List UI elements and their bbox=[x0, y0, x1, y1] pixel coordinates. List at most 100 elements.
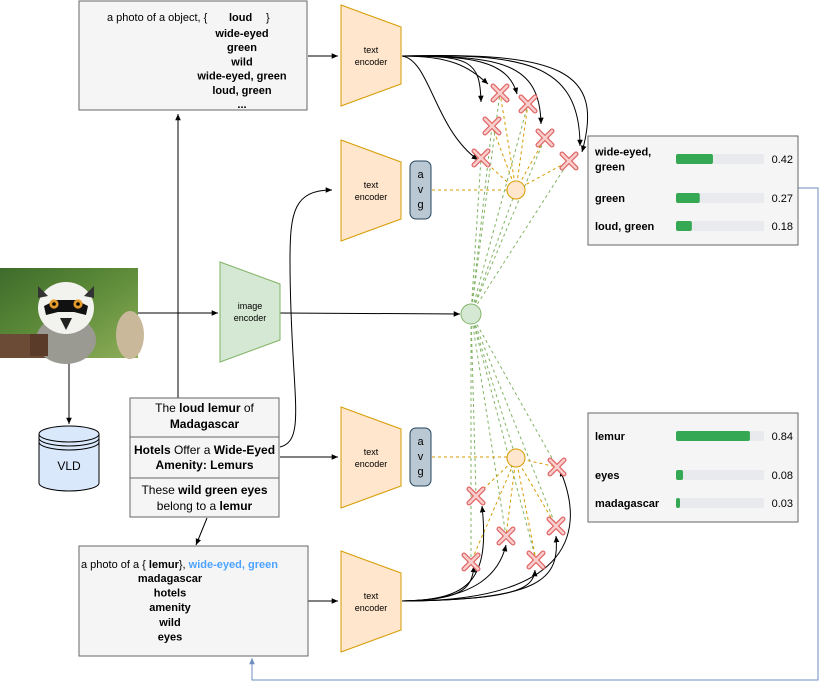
prompt-word: wide-eyed, green bbox=[196, 71, 287, 83]
x-mark-icon bbox=[529, 553, 543, 567]
text-encoder-middle-bottom: text encoder bbox=[340, 406, 402, 509]
prompt-word: madagascar bbox=[138, 573, 203, 585]
score-row: loud, green 0.18 bbox=[595, 221, 793, 233]
score-bar-fill bbox=[676, 154, 713, 164]
score-value: 0.27 bbox=[772, 193, 793, 205]
top-avg-node bbox=[506, 180, 526, 200]
score-value: 0.84 bbox=[772, 431, 793, 443]
score-row: green 0.27 bbox=[595, 193, 793, 205]
feedback-line bbox=[249, 187, 819, 681]
encoder-label: text bbox=[364, 447, 379, 457]
caption-box: The loud lemur of Madagascar Hotels Offe… bbox=[129, 397, 280, 518]
encoder-label: encoder bbox=[355, 459, 388, 469]
encoder-label: encoder bbox=[355, 603, 388, 613]
score-label: madagascar bbox=[595, 498, 660, 510]
caption-2-line-1: Hotels Offer a Wide-Eyed bbox=[134, 443, 275, 457]
encoder-label: encoder bbox=[355, 57, 388, 67]
score-row: lemur 0.84 bbox=[595, 431, 793, 443]
score-panel-top: wide-eyed, green 0.42 green 0.27 loud, green 0… bbox=[587, 135, 799, 246]
score-label: eyes bbox=[595, 470, 619, 482]
score-row: eyes 0.08 bbox=[595, 470, 793, 482]
x-mark-icon bbox=[493, 86, 507, 100]
avg-label: v bbox=[418, 451, 424, 463]
score-value: 0.18 bbox=[772, 221, 793, 233]
bottom-prompt-header: a photo of a { lemur}, wide-eyed, green bbox=[81, 559, 278, 571]
prompt-word: hotels bbox=[154, 588, 186, 600]
score-label: loud, green bbox=[595, 221, 655, 233]
text-encoder-middle-top: text encoder bbox=[340, 139, 402, 242]
x-mark-icon bbox=[464, 555, 478, 569]
prompt-word: ... bbox=[237, 99, 246, 111]
score-bar-fill bbox=[676, 221, 692, 231]
caption-1-line-2: Madagascar bbox=[170, 417, 240, 431]
score-panel-bottom: lemur 0.84 eyes 0.08 madagascar 0.03 bbox=[587, 412, 799, 523]
prompt-word: amenity bbox=[149, 602, 191, 614]
prompt-word: green bbox=[227, 42, 257, 54]
encoder-label: text bbox=[364, 591, 379, 601]
avg-label: a bbox=[417, 169, 424, 181]
prompt-first-word: loud bbox=[229, 12, 252, 24]
encoder-label: encoder bbox=[234, 313, 267, 323]
score-label: lemur bbox=[595, 431, 626, 443]
score-bar-fill bbox=[676, 498, 680, 508]
score-value: 0.42 bbox=[772, 154, 793, 166]
top-prompt-box: a photo of a object, { loud } wide-eyed g… bbox=[78, 0, 308, 111]
image-encoder: image encoder bbox=[219, 261, 281, 363]
prompt-prefix: a photo of a object, { bbox=[107, 12, 208, 24]
score-row: madagascar 0.03 bbox=[595, 498, 793, 510]
avg-box-top: a v g bbox=[409, 160, 432, 220]
text-encoder-bottom: text encoder bbox=[340, 550, 402, 653]
x-mark-icon bbox=[521, 97, 535, 111]
prompt-word: wild bbox=[158, 617, 180, 629]
score-bar-fill bbox=[676, 193, 700, 203]
bottom-prompt-box: a photo of a { lemur}, wide-eyed, green … bbox=[78, 545, 309, 657]
text-encoder-top: text encoder bbox=[340, 4, 402, 107]
bottom-avg-node bbox=[506, 448, 526, 468]
encoder-label: encoder bbox=[355, 192, 388, 202]
avg-label: a bbox=[417, 436, 424, 448]
avg-box-bottom: a v g bbox=[409, 427, 432, 487]
bottom-prompt-word-list: madagascar hotels amenity wild eyes bbox=[138, 573, 203, 643]
prompt-word-list: wide-eyed green wild wide-eyed, green loud, … bbox=[196, 28, 287, 111]
encoder-label: text bbox=[364, 45, 379, 55]
prompt-closing: } bbox=[266, 12, 270, 24]
caption-3-line-1: These wild green eyes bbox=[141, 483, 267, 497]
score-bar-fill bbox=[676, 431, 750, 441]
caption-2-line-2: Amenity: Lemurs bbox=[155, 458, 253, 472]
avg-label: g bbox=[417, 466, 423, 478]
score-row: wide-eyed, green 0.42 bbox=[594, 147, 793, 174]
vld-label: VLD bbox=[57, 459, 81, 473]
image-embedding-node bbox=[460, 303, 482, 325]
score-value: 0.03 bbox=[772, 498, 793, 510]
prompt-word: loud, green bbox=[212, 85, 272, 97]
flow-arrows bbox=[66, 53, 589, 604]
score-bar-track bbox=[676, 221, 764, 231]
score-bar-track bbox=[676, 498, 764, 508]
caption-1-line-1: The loud lemur of bbox=[155, 401, 254, 415]
vld-database-icon: VLD bbox=[38, 425, 100, 492]
score-value: 0.08 bbox=[772, 470, 793, 482]
encoder-label: text bbox=[364, 180, 379, 190]
score-label: green bbox=[595, 193, 625, 205]
lemur-photo bbox=[0, 268, 144, 364]
x-mark-icon bbox=[550, 460, 564, 474]
x-mark-icon bbox=[562, 154, 576, 168]
x-mark-icon bbox=[485, 119, 499, 133]
score-label: green bbox=[595, 162, 625, 174]
score-bar-fill bbox=[676, 470, 684, 480]
avg-label: v bbox=[418, 184, 424, 196]
x-mark-icon bbox=[538, 131, 552, 145]
caption-3-line-2: belong to a lemur bbox=[157, 499, 253, 513]
score-label: wide-eyed, bbox=[594, 147, 651, 159]
x-mark-icon bbox=[499, 529, 513, 543]
score-bar-track bbox=[676, 470, 764, 480]
prompt-word: wild bbox=[230, 56, 252, 68]
x-mark-icon bbox=[549, 519, 563, 533]
encoder-label: image bbox=[238, 301, 263, 311]
svg-text:a photo of a object, {: a photo of a object, { bbox=[107, 12, 208, 24]
prompt-word: eyes bbox=[158, 631, 182, 643]
avg-label: g bbox=[417, 199, 423, 211]
prompt-word: wide-eyed bbox=[214, 28, 268, 40]
similarity-lines bbox=[432, 92, 570, 563]
